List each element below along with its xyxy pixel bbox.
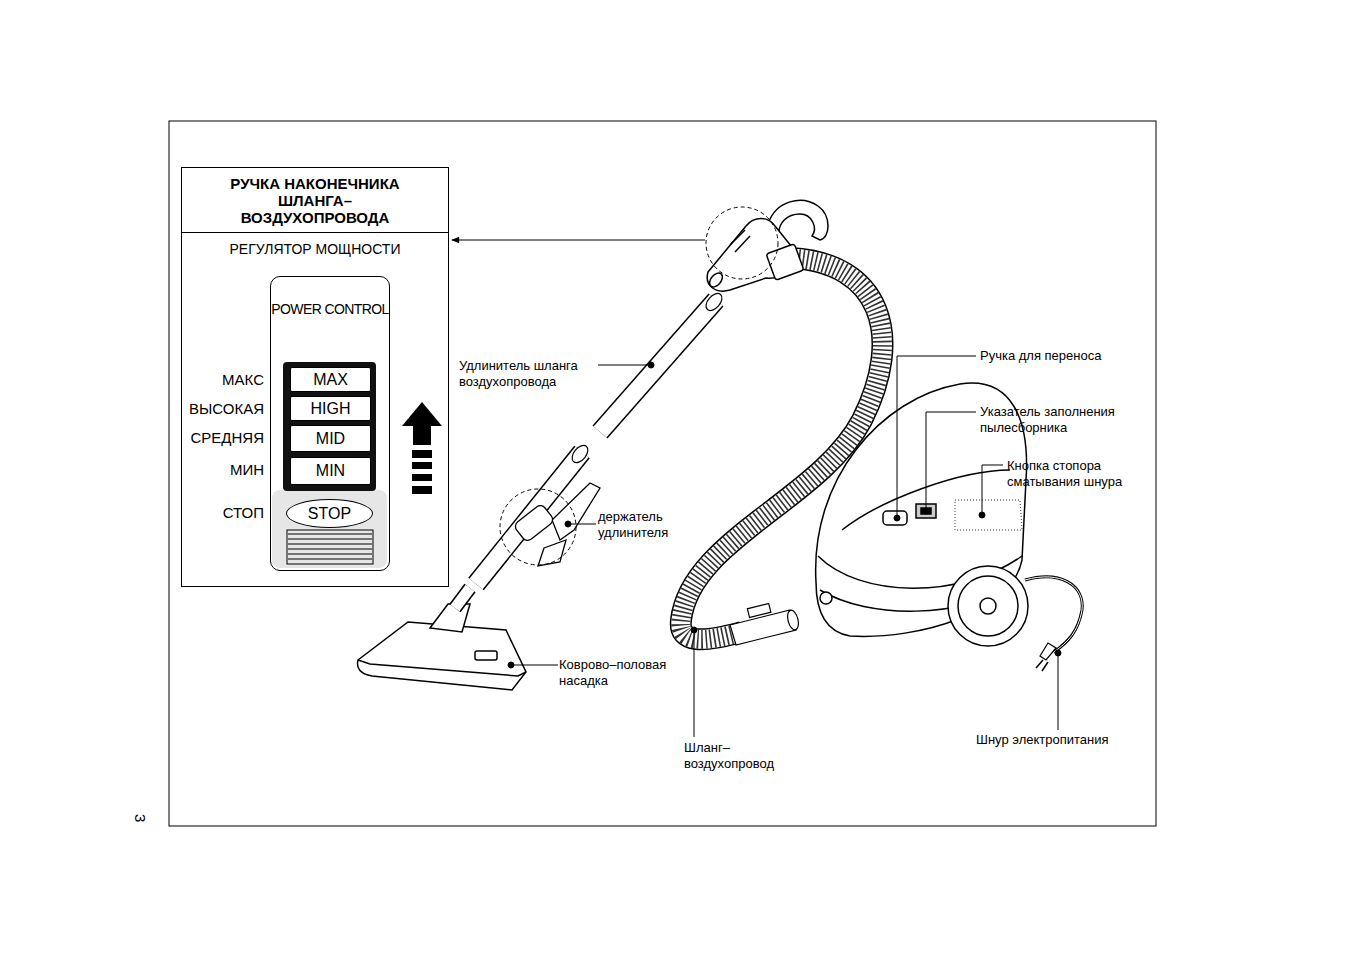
button-text: MID <box>316 430 345 448</box>
floor-nozzle <box>358 588 526 690</box>
page-number: 3 <box>131 814 149 830</box>
detail-circle <box>500 489 576 565</box>
part-label: Шнур электропитания <box>976 732 1148 748</box>
level-label: ВЫСОКАЯ <box>160 400 264 418</box>
level-label: СТОП <box>170 504 264 522</box>
power-up-arrow <box>402 402 442 494</box>
panel-grip <box>272 490 387 568</box>
button-text: MIN <box>316 462 345 480</box>
part-label: Коврово–половая насадка <box>559 657 691 689</box>
power-button: MAX <box>290 367 371 392</box>
inset-subtitle: РЕГУЛЯТОР МОЩНОСТИ <box>182 241 448 258</box>
power-button: MIN <box>290 457 371 485</box>
part-label: держатель удлинителя <box>598 509 690 541</box>
hose-handle <box>707 200 828 291</box>
part-label: Удлинитель шланга воздухопровода <box>459 358 604 390</box>
lower-tube <box>476 442 591 584</box>
tube-holder <box>513 483 600 566</box>
extension-tube <box>600 291 725 432</box>
power-cord <box>1025 577 1082 671</box>
stop-button: STOP <box>286 499 373 528</box>
control-panel: POWER CONTROL MAX HIGH MID MIN STOP <box>270 276 390 571</box>
inset-panel: РУЧКА НАКОНЕЧНИКА ШЛАНГА– ВОЗДУХОПРОВОДА… <box>181 167 449 587</box>
panel-title: POWER CONTROL <box>271 301 389 318</box>
detail-circle <box>706 207 778 279</box>
button-text: MAX <box>313 371 348 389</box>
part-label: Шланг– воздухопровод <box>684 740 794 772</box>
button-text: STOP <box>308 505 351 523</box>
level-label: МИН <box>170 461 264 479</box>
panel-stripes <box>287 530 373 564</box>
page-frame <box>169 121 1156 826</box>
inset-heading: РУЧКА НАКОНЕЧНИКА ШЛАНГА– ВОЗДУХОПРОВОДА <box>182 168 448 233</box>
level-label: МАКС <box>170 371 264 389</box>
leader-lines <box>508 356 1061 737</box>
button-band <box>283 362 376 491</box>
power-button: HIGH <box>290 396 371 421</box>
zoom-leader <box>452 240 705 241</box>
button-text: HIGH <box>311 400 351 418</box>
exhaust-grill <box>955 500 1022 530</box>
part-label: Указатель заполнения пылесборника <box>980 404 1152 436</box>
level-label: СРЕДНЯЯ <box>160 429 264 447</box>
part-label: Ручка для переноса <box>980 348 1180 364</box>
hose-connector <box>730 603 800 645</box>
part-label: Кнопка стопора сматывания шнура <box>1007 458 1147 490</box>
power-button: MID <box>290 425 371 452</box>
